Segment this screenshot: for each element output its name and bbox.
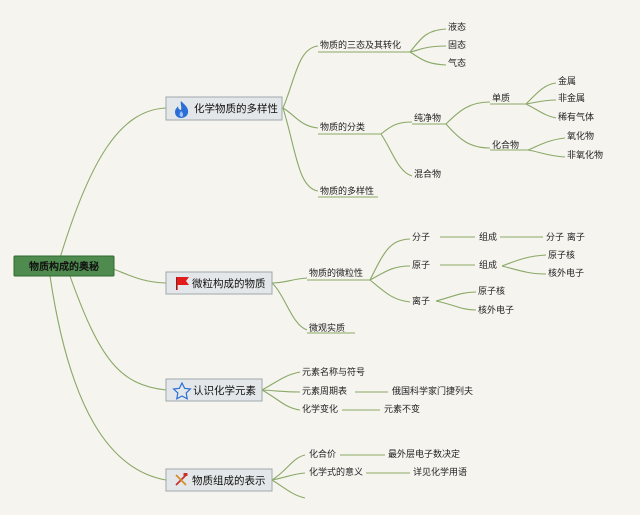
- connectors: [49, 28, 566, 499]
- topic-formula-meaning[interactable]: 化学式的意义: [309, 466, 363, 478]
- connector-state-2: [409, 45, 447, 53]
- topic-three-states[interactable]: 物质的三态及其转化: [320, 39, 401, 51]
- connector-b4-c1: [271, 454, 306, 481]
- connector-atom: [369, 265, 411, 281]
- root-label: 物质构成的奥秘: [29, 260, 99, 273]
- leaf-oxide[interactable]: 氧化物: [567, 130, 594, 142]
- connector-state-1: [409, 28, 447, 53]
- leaf-metal[interactable]: 金属: [558, 75, 576, 87]
- connector-nonoxide: [527, 149, 566, 158]
- connector-b4-c2: [271, 472, 306, 481]
- leaf-gas[interactable]: 气态: [448, 57, 466, 69]
- leaf-molecule-ion[interactable]: 分子 离子: [546, 231, 585, 243]
- star-outline-icon: [172, 381, 192, 400]
- label-atom-composition[interactable]: 组成: [479, 259, 497, 271]
- connector-atom-electron: [501, 265, 547, 275]
- branch-4-topics: 化合价 最外层电子数决定 化学式的意义 详见化学用语: [309, 448, 467, 478]
- red-flag-icon: [176, 277, 189, 290]
- branch-3-topics: 元素名称与符号 元素周期表 俄国科学家门捷列夫 化学变化 元素不变: [302, 366, 473, 415]
- topic-particle-nature[interactable]: 物质的微粒性: [309, 267, 363, 279]
- topic-periodic-table[interactable]: 元素周期表: [302, 385, 347, 397]
- topic-mixture[interactable]: 混合物: [414, 168, 441, 180]
- leaf-liquid[interactable]: 液态: [448, 21, 466, 33]
- fire-icon: [175, 101, 189, 118]
- topic-ion[interactable]: 离子: [412, 295, 430, 307]
- connector-b1-c1: [282, 45, 319, 109]
- connector-mixture: [380, 133, 413, 177]
- topic-micro-essence[interactable]: 微观实质: [309, 322, 345, 334]
- branch-node-chem-diversity[interactable]: 化学物质的多样性: [165, 96, 283, 121]
- branch-label: 认识化学元素: [193, 384, 256, 397]
- leaf-ion-nucleus[interactable]: 原子核: [478, 285, 505, 297]
- branch-node-matter-representation[interactable]: 物质组成的表示: [165, 468, 273, 492]
- topic-element-names[interactable]: 元素名称与符号: [302, 366, 365, 378]
- leaf-mendeleev[interactable]: 俄国科学家门捷列夫: [392, 385, 473, 397]
- connector-state-3: [409, 51, 447, 66]
- connector-atom-nucleus: [501, 254, 547, 267]
- branch-2-topics: 物质的微粒性 分子 组成 分子 离子 原子 组成 原子核 核外电子 离子 原子核…: [309, 231, 585, 334]
- leaf-atom-electrons[interactable]: 核外电子: [548, 267, 584, 279]
- topic-molecule[interactable]: 分子: [412, 232, 430, 243]
- tools-icon: [175, 473, 188, 486]
- label-molecule-composition[interactable]: 组成: [479, 231, 497, 243]
- connector-oxide: [527, 137, 566, 151]
- connector-b2-c1: [271, 277, 308, 284]
- connector-b3-c3: [261, 389, 301, 411]
- leaf-noble-gas[interactable]: 稀有气体: [558, 111, 594, 123]
- connector-b1-c3: [282, 107, 319, 192]
- connector-metal: [525, 82, 557, 105]
- connector-b1-c2: [282, 107, 319, 129]
- leaf-solid[interactable]: 固态: [448, 39, 466, 51]
- topic-classification[interactable]: 物质的分类: [320, 121, 365, 133]
- root-node[interactable]: 物质构成的奥秘: [13, 255, 115, 277]
- connector-compound: [445, 123, 491, 149]
- leaf-see-chem-language[interactable]: 详见化学用语: [413, 466, 467, 478]
- connector-root-b2: [107, 266, 167, 284]
- topic-diversity[interactable]: 物质的多样性: [320, 185, 374, 197]
- topic-valence[interactable]: 化合价: [309, 448, 336, 460]
- connector-root-b3: [69, 275, 167, 391]
- topic-element-substance[interactable]: 单质: [492, 92, 510, 104]
- connector-ion: [369, 279, 411, 303]
- topic-compound[interactable]: 化合物: [492, 139, 519, 151]
- branch-label: 物质组成的表示: [192, 474, 266, 487]
- connector-b3-c1: [261, 371, 301, 391]
- leaf-ion-electrons[interactable]: 核外电子: [478, 304, 514, 316]
- connector-b3-c2: [261, 389, 301, 393]
- leaf-element-unchanged[interactable]: 元素不变: [384, 403, 420, 415]
- connector-nonmetal: [525, 99, 557, 105]
- connector-b2-c2: [271, 282, 308, 331]
- topic-atom[interactable]: 原子: [412, 260, 430, 271]
- leaf-atom-nucleus[interactable]: 原子核: [548, 249, 575, 261]
- leaf-non-oxide[interactable]: 非氧化物: [567, 149, 603, 161]
- connector-ion-electron: [435, 300, 477, 311]
- branch-label: 化学物质的多样性: [194, 102, 278, 115]
- branch-1-topics: 物质的三态及其转化 液态 固态 气态 物质的分类 纯净物 单质 金属 非金属 稀…: [320, 21, 603, 197]
- connector-molecule: [369, 238, 411, 281]
- connector-b4-c3: [271, 479, 306, 499]
- connector-noble: [525, 103, 557, 119]
- connector-root-b1: [59, 107, 167, 259]
- leaf-nonmetal[interactable]: 非金属: [558, 92, 585, 104]
- connector-root-b4: [49, 275, 167, 481]
- topic-pure-substance[interactable]: 纯净物: [414, 112, 441, 124]
- topic-chemical-change[interactable]: 化学变化: [302, 403, 338, 415]
- connector-ion-nucleus: [435, 291, 477, 302]
- branch-label: 微粒构成的物质: [192, 277, 266, 290]
- branch-node-particle-matter[interactable]: 微粒构成的物质: [165, 271, 273, 295]
- branch-node-chem-elements[interactable]: 认识化学元素: [165, 378, 263, 402]
- connector-pure: [380, 121, 413, 135]
- connector-element: [445, 101, 491, 125]
- leaf-outer-electrons[interactable]: 最外层电子数决定: [388, 448, 460, 460]
